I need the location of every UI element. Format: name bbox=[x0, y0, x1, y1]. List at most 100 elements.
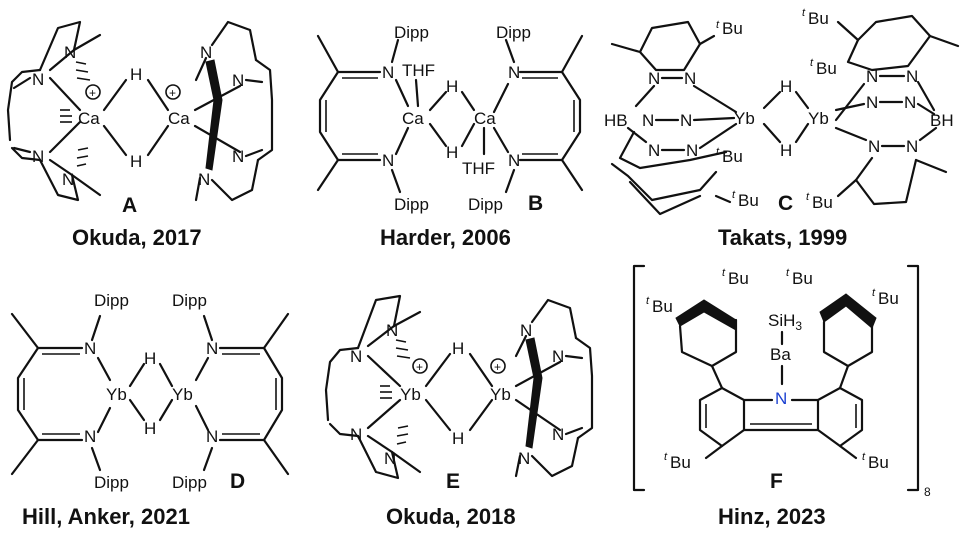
atom-n: N bbox=[648, 69, 660, 88]
atom-n: N bbox=[64, 43, 76, 62]
label-bu: Bu bbox=[670, 453, 691, 472]
compound-letter: D bbox=[230, 470, 245, 493]
label-t: t bbox=[810, 57, 814, 69]
label-t: t bbox=[664, 451, 668, 463]
label-dipp: Dipp bbox=[394, 195, 429, 214]
atom-n: N bbox=[206, 339, 218, 358]
compound-d: N N Dipp Dipp Yb H H Yb N N Dipp Dipp D … bbox=[10, 291, 290, 529]
label-hb: HB bbox=[604, 111, 628, 130]
compound-letter: A bbox=[122, 194, 137, 217]
metal-ba: Ba bbox=[770, 345, 791, 364]
atom-h: H bbox=[130, 65, 142, 84]
compound-caption: Okuda, 2017 bbox=[72, 225, 202, 250]
label-bu: Bu bbox=[722, 19, 743, 38]
label-sih3: SiH3 bbox=[768, 311, 802, 333]
compound-letter: F bbox=[770, 470, 783, 493]
atom-n: N bbox=[32, 147, 44, 166]
svg-text:+: + bbox=[416, 360, 423, 374]
compound-caption: Hill, Anker, 2021 bbox=[22, 504, 190, 529]
atom-n: N bbox=[508, 63, 520, 82]
label-t: t bbox=[732, 189, 736, 201]
label-bu: Bu bbox=[652, 297, 673, 316]
label-t: t bbox=[716, 146, 720, 158]
label-bu: Bu bbox=[816, 59, 837, 78]
label-dipp: Dipp bbox=[172, 473, 207, 492]
atom-n: N bbox=[866, 93, 878, 112]
atom-n: N bbox=[350, 347, 362, 366]
atom-h: H bbox=[130, 152, 142, 171]
atom-h: H bbox=[452, 429, 464, 448]
label-bu: Bu bbox=[728, 269, 749, 288]
compound-letter: E bbox=[446, 470, 460, 493]
metal-yb: Yb bbox=[400, 385, 421, 404]
atom-h: H bbox=[446, 143, 458, 162]
label-bu: Bu bbox=[868, 453, 889, 472]
atom-n: N bbox=[868, 137, 880, 156]
bracket-right bbox=[906, 264, 920, 492]
atom-n: N bbox=[382, 63, 394, 82]
label-dipp: Dipp bbox=[468, 195, 503, 214]
atom-n: N bbox=[686, 141, 698, 160]
atom-n: N bbox=[84, 427, 96, 446]
atom-n: N bbox=[200, 43, 212, 62]
atom-h: H bbox=[144, 349, 156, 368]
metal-yb: Yb bbox=[172, 385, 193, 404]
metal-ca: Ca bbox=[78, 109, 100, 128]
atom-n-carbazole: N bbox=[775, 389, 787, 408]
compound-caption: Harder, 2006 bbox=[380, 225, 511, 250]
atom-n: N bbox=[350, 425, 362, 444]
label-dipp: Dipp bbox=[394, 23, 429, 42]
label-t: t bbox=[722, 267, 726, 279]
compound-f: 8 t Bu t Bu t Bu t Bu SiH3 Ba N t Bu t B bbox=[632, 264, 931, 529]
label-thf: THF bbox=[462, 159, 495, 178]
label-bu: Bu bbox=[878, 289, 899, 308]
label-bu: Bu bbox=[792, 269, 813, 288]
label-t: t bbox=[716, 19, 720, 31]
atom-n: N bbox=[386, 321, 398, 340]
atom-h: H bbox=[780, 141, 792, 160]
label-bu: Bu bbox=[722, 147, 743, 166]
label-t: t bbox=[862, 451, 866, 463]
label-t: t bbox=[786, 267, 790, 279]
compound-caption: Takats, 1999 bbox=[718, 225, 847, 250]
atom-n: N bbox=[866, 67, 878, 86]
metal-ca: Ca bbox=[168, 109, 190, 128]
label-t: t bbox=[646, 295, 650, 307]
atom-n: N bbox=[232, 147, 244, 166]
label-bu: Bu bbox=[738, 191, 759, 210]
atom-n: N bbox=[906, 137, 918, 156]
label-bu: Bu bbox=[812, 193, 833, 212]
atom-n: N bbox=[382, 151, 394, 170]
atom-n: N bbox=[552, 347, 564, 366]
compound-caption: Okuda, 2018 bbox=[386, 504, 516, 529]
atom-n: N bbox=[232, 71, 244, 90]
atom-n: N bbox=[62, 170, 74, 189]
atom-n: N bbox=[508, 151, 520, 170]
atom-n: N bbox=[680, 111, 692, 130]
metal-yb: Yb bbox=[490, 385, 511, 404]
atom-n: N bbox=[32, 70, 44, 89]
label-bu: Bu bbox=[808, 9, 829, 28]
metal-ca: Ca bbox=[402, 109, 424, 128]
svg-text:+: + bbox=[494, 360, 501, 374]
atom-n: N bbox=[518, 449, 530, 468]
subscript-count: 8 bbox=[924, 485, 931, 499]
svg-text:+: + bbox=[169, 86, 176, 100]
compound-a: N N N N Ca + H H Ca + N N N N A Okuda, 2… bbox=[6, 20, 274, 250]
label-dipp: Dipp bbox=[94, 473, 129, 492]
label-bh: BH bbox=[930, 111, 954, 130]
bracket-left bbox=[632, 264, 646, 492]
compound-b: N N Dipp Dipp THF Ca H H Ca THF N N Dipp bbox=[316, 23, 584, 250]
atom-n: N bbox=[84, 339, 96, 358]
compound-letter: C bbox=[778, 192, 793, 215]
metal-yb: Yb bbox=[106, 385, 127, 404]
atom-h: H bbox=[452, 339, 464, 358]
atom-n: N bbox=[648, 141, 660, 160]
label-dipp: Dipp bbox=[94, 291, 129, 310]
atom-h: H bbox=[446, 77, 458, 96]
atom-n: N bbox=[684, 69, 696, 88]
label-dipp: Dipp bbox=[496, 23, 531, 42]
compound-letter: B bbox=[528, 192, 543, 215]
label-t: t bbox=[802, 7, 806, 19]
